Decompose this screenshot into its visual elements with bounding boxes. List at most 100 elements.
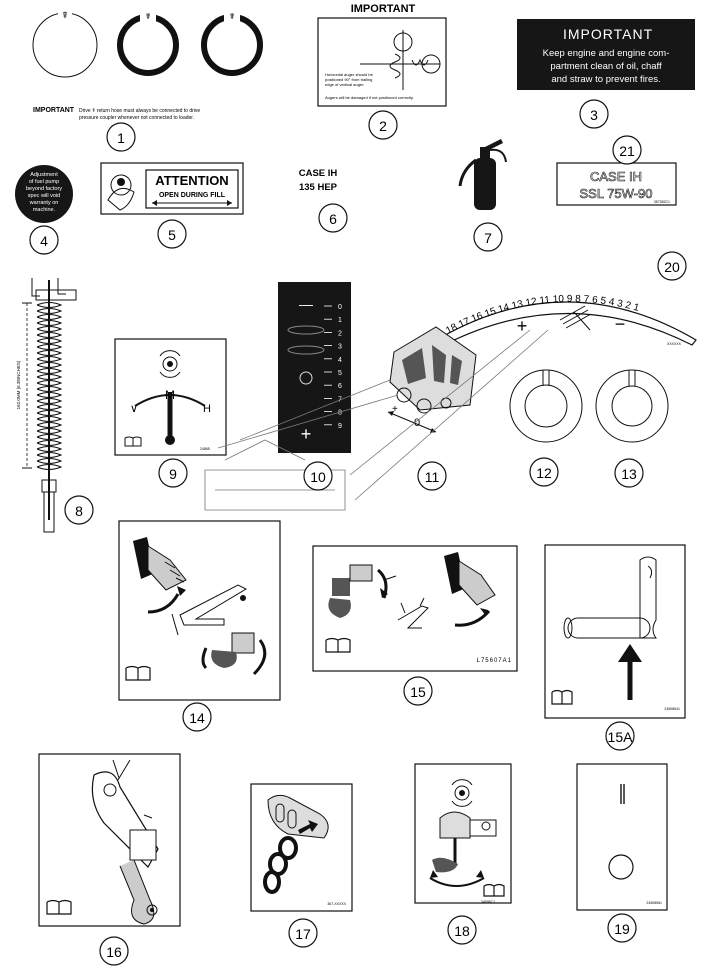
callout-circle [612, 135, 642, 165]
callout-number: 14 [189, 710, 205, 726]
decal-14-illustration [133, 537, 267, 676]
book-icon [483, 883, 505, 897]
callout-number: 3 [590, 107, 598, 123]
decal-21-line-2: SSL 75W-90 [580, 186, 653, 201]
decal-4-line-4: spec will void [28, 193, 60, 199]
decal-10-scale-number: 9 [338, 423, 342, 430]
callout-number: 20 [664, 259, 680, 275]
decal-5-hand-illustration [107, 174, 135, 211]
decal-19-off-mark [608, 854, 634, 880]
decal-12-ring-outer [509, 369, 583, 443]
decal-2-title: IMPORTANT [351, 3, 416, 15]
decal-2-frame [317, 17, 447, 107]
decal-17-code: 367-XXXXX [327, 902, 346, 906]
callout-circle [403, 676, 433, 706]
callout-circle [64, 495, 94, 525]
callout-circle [579, 99, 609, 129]
callout-circle [182, 702, 212, 732]
decal-20-minus: − [615, 314, 626, 334]
decal-10-frame [278, 282, 351, 453]
book-icon [551, 689, 573, 705]
decal-1-important-word: IMPORTANT [33, 107, 75, 114]
leader-lines [204, 329, 549, 511]
decal-17-frame [250, 783, 353, 912]
rotation-icon [451, 779, 473, 807]
callout-circle [158, 458, 188, 488]
decal-21-code: 357382C1 [654, 200, 670, 204]
decal-2-line-2: positioned 90° from trailing [325, 77, 372, 82]
callout-circle [318, 203, 348, 233]
callout-number: 11 [425, 469, 440, 485]
decal-6-line-2: 135 HEP [299, 182, 338, 193]
callout-circle [473, 222, 503, 252]
decal-4-disc [15, 165, 73, 223]
svg-text:☤: ☤ [145, 12, 150, 21]
decal-3-line-3: and straw to prevent fires. [551, 74, 660, 85]
decal-20-adjust-icon [559, 305, 592, 331]
decal-5-text-frame [145, 169, 239, 209]
callout-number: 13 [621, 466, 637, 482]
callout-number: 6 [329, 211, 337, 227]
callout-circle [106, 122, 136, 152]
svg-text:☤: ☤ [62, 10, 68, 20]
callout-number: 12 [536, 465, 552, 481]
decal-10-scale-number: 5 [338, 370, 342, 377]
decal-9-marker-v: ∨ [130, 403, 138, 415]
svg-text:☤: ☤ [229, 12, 234, 21]
callout-number: 15 [410, 684, 426, 700]
callout-number: 16 [106, 944, 122, 960]
callout-number: 18 [454, 923, 470, 939]
decal-5-line-1: ATTENTION [155, 173, 228, 188]
callout-circle [447, 915, 477, 945]
callout-number: 5 [168, 227, 176, 243]
decal-3-frame [517, 19, 695, 90]
callout-number: 19 [614, 921, 630, 937]
decal-8-dimension: 162.0MM (6.38INCHES) [16, 360, 21, 409]
decal-16-illustration [91, 759, 159, 925]
callout-circle [607, 913, 637, 943]
decal-19-frame [576, 763, 668, 911]
callout-circle [529, 457, 559, 487]
callout-circle [657, 251, 687, 281]
decal-10-scale-number: 8 [338, 410, 342, 417]
decal-11-bracket [387, 326, 477, 433]
callout-circle [368, 110, 398, 140]
decal-10-scale-number: 0 [338, 304, 342, 311]
decal-2-auger-illustration [360, 30, 441, 90]
decal-9-marker-h: H [203, 403, 211, 415]
callout-circle [29, 225, 59, 255]
callout-number: 8 [75, 503, 83, 519]
decal-18-code: 34595C1 [481, 900, 495, 904]
decal-15a-code: 24508541 [664, 707, 680, 711]
book-icon [125, 665, 151, 681]
decal-1-text-line-2: pressure coupler whenever not connected … [79, 115, 194, 121]
decal-12-ring-inner [524, 384, 568, 428]
decal-3-line-1: Keep engine and engine com- [543, 48, 670, 59]
decal-20-plus: + [517, 316, 528, 336]
callout-number: 9 [169, 466, 177, 482]
book-icon [124, 436, 142, 447]
decal-18-illustration [429, 811, 497, 887]
decal-20-gauge-strip [439, 301, 697, 346]
decal-4-line-2: of fuel pump [29, 179, 59, 185]
decal-11-plus: + [392, 404, 398, 415]
callout-number: 2 [379, 118, 387, 134]
decal-4-line-6: machine. [33, 207, 56, 213]
book-icon [46, 899, 72, 915]
decal-10-scale-number: 4 [338, 357, 342, 364]
callout-circle [417, 461, 447, 491]
decal-17-chain-illustration [263, 794, 329, 894]
decal-20-code: XXXXXX [667, 342, 682, 346]
callout-circle [288, 918, 318, 948]
decal-13-ring-outer [595, 369, 669, 443]
decal-3-line-2: partment clean of oil, chaff [550, 61, 662, 72]
decal-13-ring-inner [611, 385, 653, 427]
decal-19-code: 24508561 [646, 901, 662, 905]
callout-circle [605, 721, 635, 751]
callout-number: 10 [310, 469, 326, 485]
decal-10-plus: + [301, 424, 312, 444]
decal-10-scale-number: 3 [338, 344, 342, 351]
decal-1-text-line-1: Drive ☤ return hose must always be conne… [79, 108, 200, 114]
callout-number: 21 [619, 143, 635, 159]
